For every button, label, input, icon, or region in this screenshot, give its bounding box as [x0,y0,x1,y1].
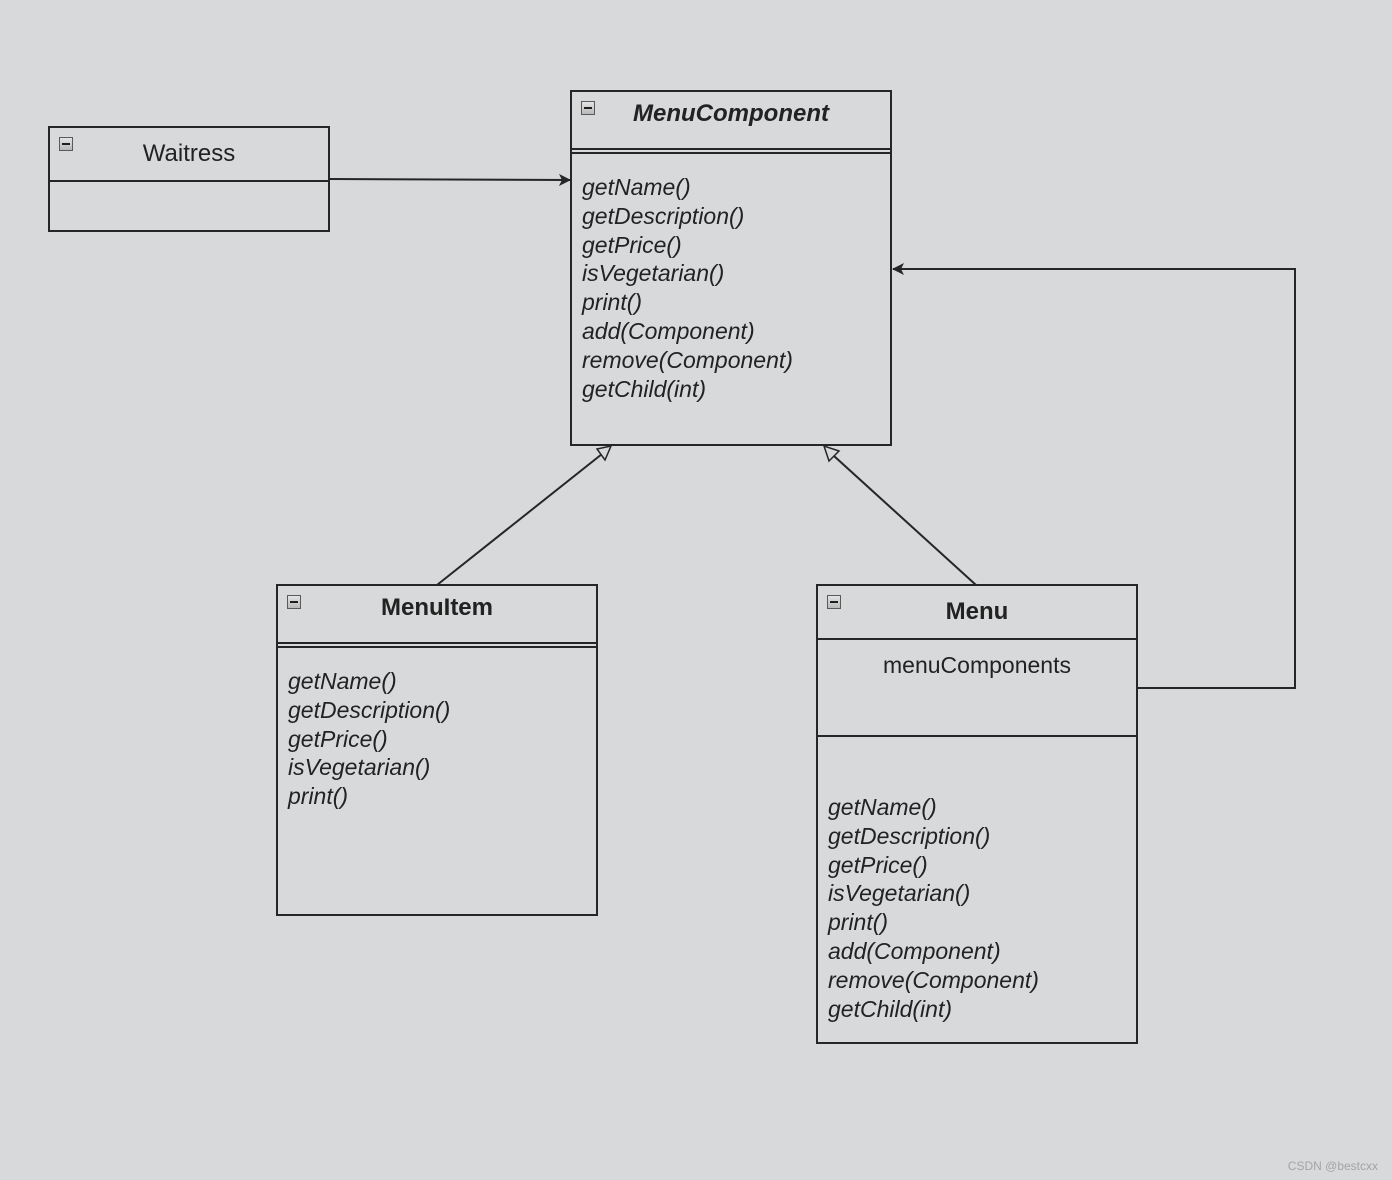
menu-components-association [892,263,1296,689]
class-waitress[interactable]: Waitress [48,126,330,232]
method: getChild(int) [828,995,952,1022]
attributes-section: menuComponents [818,640,1136,737]
method: print() [288,783,349,810]
methods-list: getName() getDescription() getPrice() is… [572,173,890,403]
method: getPrice() [828,851,928,878]
class-name: MenuItem [380,594,493,621]
collapse-icon[interactable] [581,101,595,115]
methods-list: getName() getDescription() getPrice() is… [278,667,596,811]
class-header-waitress: Waitress [50,128,328,182]
waitress-to-menucomponent-association [328,173,571,186]
collapse-icon[interactable] [59,137,73,151]
class-menu-item[interactable]: MenuItem getName() getDescription() getP… [276,584,598,916]
method: isVegetarian() [582,260,725,287]
class-name: Menu [945,598,1009,625]
method: getPrice() [582,231,682,258]
attribute: menuComponents [883,652,1071,678]
watermark: CSDN @bestcxx [1287,1159,1378,1173]
method: getName() [828,794,937,820]
method: getDescription() [828,822,991,849]
method: getPrice() [288,725,388,752]
menu-generalization [822,444,977,586]
class-name: MenuComponent [633,100,829,127]
method: print() [582,289,643,316]
method: isVegetarian() [828,880,971,907]
menuitem-generalization [436,444,613,586]
method: getDescription() [582,202,745,229]
collapse-icon[interactable] [827,595,841,609]
method: isVegetarian() [288,754,431,781]
method: remove(Component) [582,346,793,373]
collapse-icon[interactable] [287,595,301,609]
method: getName() [582,174,691,200]
method: add(Component) [828,937,1001,964]
methods-list: getName() getDescription() getPrice() is… [818,793,1136,1023]
method: getChild(int) [582,375,706,402]
method: print() [828,909,889,936]
class-menu[interactable]: Menu menuComponents getName() getDescrip… [816,584,1138,1044]
class-header-menu-item: MenuItem [278,586,596,648]
class-name: Waitress [142,140,236,167]
class-header-menu: Menu [818,586,1136,640]
class-header-menu-component: MenuComponent [572,92,890,154]
method: add(Component) [582,317,755,344]
method: remove(Component) [828,966,1039,993]
method: getName() [288,668,397,694]
method: getDescription() [288,696,451,723]
class-menu-component[interactable]: MenuComponent getName() getDescription()… [570,90,892,446]
